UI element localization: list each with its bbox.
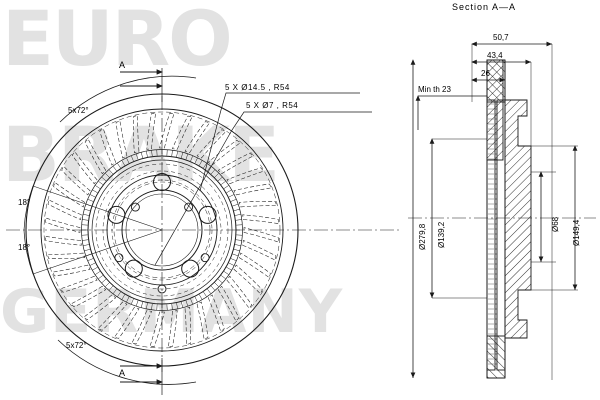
callout-small-holes: 5 X Ø7 , R54 (246, 101, 299, 110)
bolt-circle-arc-bottom (57, 339, 197, 385)
angle-arc-upper (23, 185, 34, 231)
angle-arc-lower (23, 229, 34, 275)
label-bolt-circle-top: 5x72° (68, 106, 89, 115)
front-view (6, 68, 400, 395)
dim-label-overall-width: 50,7 (493, 33, 509, 42)
dim-hat-depth (471, 77, 506, 100)
angle-leader-lower (32, 229, 163, 275)
section-marker-label-top: A (119, 60, 126, 70)
dim-centre-bore (531, 171, 556, 263)
section-marker-bottom (120, 358, 163, 395)
section-marker-top (120, 68, 163, 102)
dim-label-hat-diameter: Ø139,2 (437, 221, 446, 248)
callout-large-holes: 5 X Ø14.5 , R54 (225, 83, 290, 92)
dim-hat-diameter (429, 138, 487, 299)
label-angle-lower: 18° (18, 243, 31, 252)
dim-min-thickness (415, 95, 487, 130)
dim-label-mounting-face-diameter: Ø149,4 (572, 219, 581, 246)
bolt-circle-arc-top (59, 75, 197, 123)
dim-label-hat-offset: 43,4 (487, 51, 503, 60)
dim-overall-width (471, 41, 553, 380)
section-title: Section A—A (452, 2, 517, 12)
dim-hat-offset (471, 59, 532, 146)
dim-label-outer-diameter: Ø279,8 (418, 223, 427, 250)
cooling-vanes (44, 112, 280, 348)
section-marker-label-bottom: A (119, 368, 126, 378)
dim-label-hat-depth: 26 (481, 69, 490, 78)
watermark-line-3: GERMANY (0, 277, 344, 347)
note-min-thickness: Min th 23 (418, 85, 451, 94)
section-view (408, 41, 596, 380)
callout-leaders (154, 92, 372, 266)
angle-leader-upper (32, 185, 163, 231)
watermark-line-1: EURO (2, 0, 233, 83)
label-angle-upper: 18° (18, 198, 31, 207)
section-hatch-bottom (486, 335, 506, 379)
dim-label-centre-bore: Ø68 (551, 216, 560, 232)
label-bolt-circle-bottom: 5x72° (66, 341, 87, 350)
